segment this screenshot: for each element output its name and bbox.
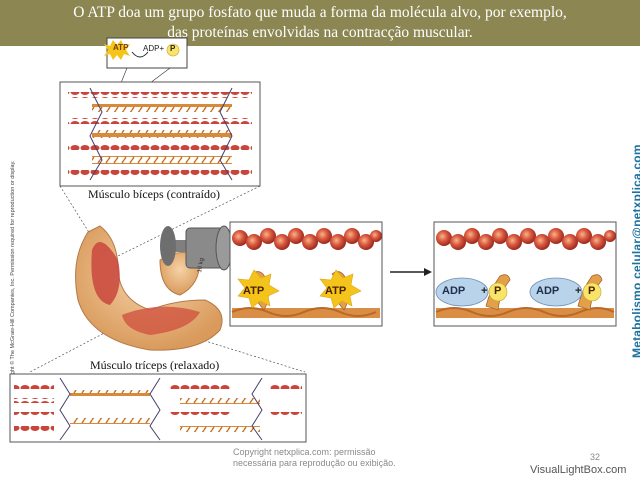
watermark-line-1: Copyright netxplica.com: permissão: [233, 447, 376, 457]
atp-inset: [104, 37, 188, 104]
inset-p-label: P: [170, 44, 176, 53]
arrow-right-icon: [424, 268, 432, 276]
watermark: Copyright netxplica.com: permissão neces…: [233, 447, 396, 469]
plus-label-2: +: [575, 285, 582, 297]
triceps-label: Músculo tríceps (relaxado): [90, 358, 220, 372]
title-line-1: O ATP doa um grupo fosfato que muda a fo…: [73, 4, 567, 21]
site-watermark[interactable]: VisualLightBox.com: [530, 464, 627, 476]
triceps-sarcomere: [9, 373, 307, 443]
watermark-line-2: necessária para reprodução ou exibição.: [233, 458, 396, 468]
adp-label-2: ADP: [536, 285, 560, 297]
adp-label-1: ADP: [442, 285, 466, 297]
slide-title: O ATP doa um grupo fosfato que muda a fo…: [0, 3, 640, 43]
title-line-2: das proteínas envolvidas na contracção m…: [167, 24, 473, 41]
biceps-label: Músculo bíceps (contraído): [88, 187, 220, 201]
panel-adp: [433, 221, 617, 327]
inset-atp-label: ATP: [113, 43, 129, 52]
biceps-sarcomere: [59, 81, 261, 187]
atp-label-2: ATP: [325, 285, 347, 297]
page-number: 32: [590, 452, 601, 462]
p-label-2: P: [588, 285, 596, 297]
p-label-1: P: [494, 285, 502, 297]
atp-label-1: ATP: [243, 285, 265, 297]
dumbbell-icon: [160, 225, 233, 271]
inset-adp-label: ADP+: [143, 44, 165, 53]
panel-atp: [229, 221, 383, 327]
plus-label-1: +: [481, 285, 488, 297]
arm-illustration: [75, 225, 233, 351]
